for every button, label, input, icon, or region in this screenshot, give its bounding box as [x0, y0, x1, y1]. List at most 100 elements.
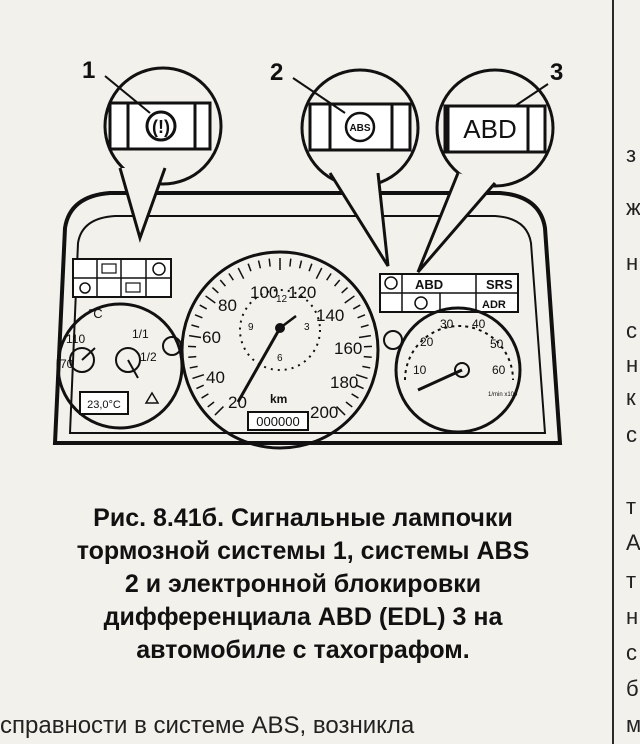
speedo-tick-160: 160 — [334, 339, 362, 358]
dashboard-outline — [52, 191, 563, 445]
callout-1-number: 1 — [82, 57, 95, 84]
clock-mark-3: 3 — [304, 322, 310, 333]
speedo-tick-mark — [333, 279, 341, 287]
speedo-tick-mark — [247, 263, 252, 272]
speedo-tick-200: 200 — [310, 403, 338, 422]
tacho-tick-60: 60 — [492, 363, 506, 377]
speedo-tick-mark — [315, 267, 323, 280]
speedo-tick-mark — [211, 286, 219, 294]
clock-mark-12: 12 — [276, 294, 288, 305]
speedometer: 20 40 60 80 100 120 140 160 180 200 12 3… — [180, 250, 380, 450]
speedo-tick-mark — [360, 324, 369, 328]
right-lamp-panel: ABD SRS ADR — [379, 273, 519, 313]
right-col-letter: м — [626, 712, 640, 737]
callout-3: ABD 3 — [416, 59, 563, 273]
speedo-tick-mark — [289, 258, 292, 267]
tacho-tick-10: 10 — [413, 363, 427, 377]
speedo-tick-60: 60 — [202, 328, 221, 347]
right-col-letter: б — [626, 676, 639, 701]
tacho-tick-50: 50 — [490, 337, 504, 351]
fuel-tick-full: 1/1 — [132, 327, 149, 341]
speedo-tick-20: 20 — [228, 393, 247, 412]
temp-tick-70: 70 — [60, 357, 74, 371]
right-col-letter: н — [626, 604, 639, 629]
speedo-tick-mark — [344, 295, 355, 304]
tachometer: 10 20 30 40 50 60 1/min x100 — [394, 306, 522, 434]
speedo-tick-mark — [352, 304, 361, 310]
caption-line: Рис. 8.41б. Сигнальные лампочки — [93, 504, 513, 532]
speedo-tick-mark — [189, 334, 202, 339]
speedo-tick-40: 40 — [206, 368, 225, 387]
callout-3-lamp-label: ABD — [463, 114, 516, 144]
speedo-tick-mark — [219, 279, 227, 287]
speedo-tick-mark — [351, 393, 359, 399]
speedo-tick-mark — [345, 401, 353, 408]
right-col-letter: н — [626, 352, 639, 377]
right-col-letter: н — [626, 250, 639, 275]
speedo-tick-mark — [228, 273, 234, 281]
panel-label-adr: ADR — [482, 299, 506, 311]
callout-1-lamp-label: (!) — [152, 117, 170, 137]
right-col-letter: т — [626, 568, 637, 593]
callout-2: ABS 2 — [270, 59, 420, 267]
speedo-tick-mark — [196, 384, 205, 390]
caption-line: 2 и электронной блокировки — [124, 570, 482, 598]
dashboard-figure: (!) 1 ABS 2 ABD 3 — [52, 57, 563, 450]
speedo-tick-100: 100 — [250, 283, 278, 302]
callout-2-number: 2 — [270, 59, 283, 86]
right-col-letter: ж — [626, 195, 640, 220]
panel-label-srs: SRS — [486, 277, 513, 292]
speedo-tick-mark — [207, 401, 215, 408]
odometer: 000000 — [256, 414, 299, 429]
speedo-tick-mark — [326, 273, 332, 281]
speedo-tick-mark — [205, 295, 216, 304]
speedo-tick-mark — [336, 406, 346, 416]
speedo-tick-mark — [358, 334, 371, 339]
callout-1: (!) 1 — [82, 57, 223, 243]
speedo-tick-mark — [308, 263, 313, 272]
right-col-letter: с — [626, 318, 637, 343]
speedo-tick-120: 120 — [288, 283, 316, 302]
temp-display: 23,0°C — [87, 399, 121, 411]
caption-line: автомобиле с тахографом. — [136, 636, 470, 664]
left-lamp-strip — [72, 258, 172, 298]
speedo-tick-mark — [341, 286, 349, 294]
caption-line: дифференциала ABD (EDL) 3 на — [103, 603, 503, 631]
speedo-tick-180: 180 — [330, 373, 358, 392]
figure-caption: Рис. 8.41б. Сигнальные лампочки тормозно… — [0, 502, 606, 667]
right-col-letter: с — [626, 422, 637, 447]
speedo-tick-mark — [192, 374, 205, 380]
speedo-tick-mark — [257, 260, 262, 269]
speedo-tick-mark — [357, 314, 366, 319]
clock-mark-6: 6 — [277, 353, 283, 364]
speedo-tick-mark — [268, 258, 271, 267]
speedo-tick-mark — [237, 267, 245, 280]
clock-mark-9: 9 — [248, 322, 254, 333]
speedo-tick-mark — [201, 393, 209, 399]
body-text-line: справности в системе ABS, возникла — [0, 712, 415, 739]
speedo-tick-mark — [199, 304, 208, 310]
right-col-letter: к — [626, 385, 636, 410]
speedo-tick-mark — [214, 406, 224, 416]
right-col-letter: с — [626, 640, 637, 665]
tacho-tick-20: 20 — [420, 335, 434, 349]
callout-3-number: 3 — [550, 59, 563, 86]
fuel-tick-half: 1/2 — [140, 350, 157, 364]
right-col-letter: з — [626, 142, 637, 167]
speedo-tick-mark — [362, 365, 371, 369]
tacho-unit: 1/min x100 — [488, 392, 518, 398]
column-divider — [612, 0, 614, 744]
speedo-unit: km — [270, 392, 287, 406]
temp-unit-label: °C — [88, 306, 103, 321]
speedo-tick-mark — [189, 365, 198, 369]
temp-tick-110: 110 — [66, 332, 85, 346]
tacho-tick-40: 40 — [472, 317, 486, 331]
speedo-tick-mark — [194, 314, 203, 319]
dashboard-inner-outline — [68, 215, 547, 434]
tacho-tick-30: 30 — [440, 317, 454, 331]
indicator-right — [383, 330, 403, 350]
panel-label-abd: ABD — [415, 277, 443, 292]
speedo-tick-mark — [191, 324, 200, 328]
speedo-tick-mark — [355, 384, 364, 390]
speedo-tick-mark — [188, 355, 197, 358]
